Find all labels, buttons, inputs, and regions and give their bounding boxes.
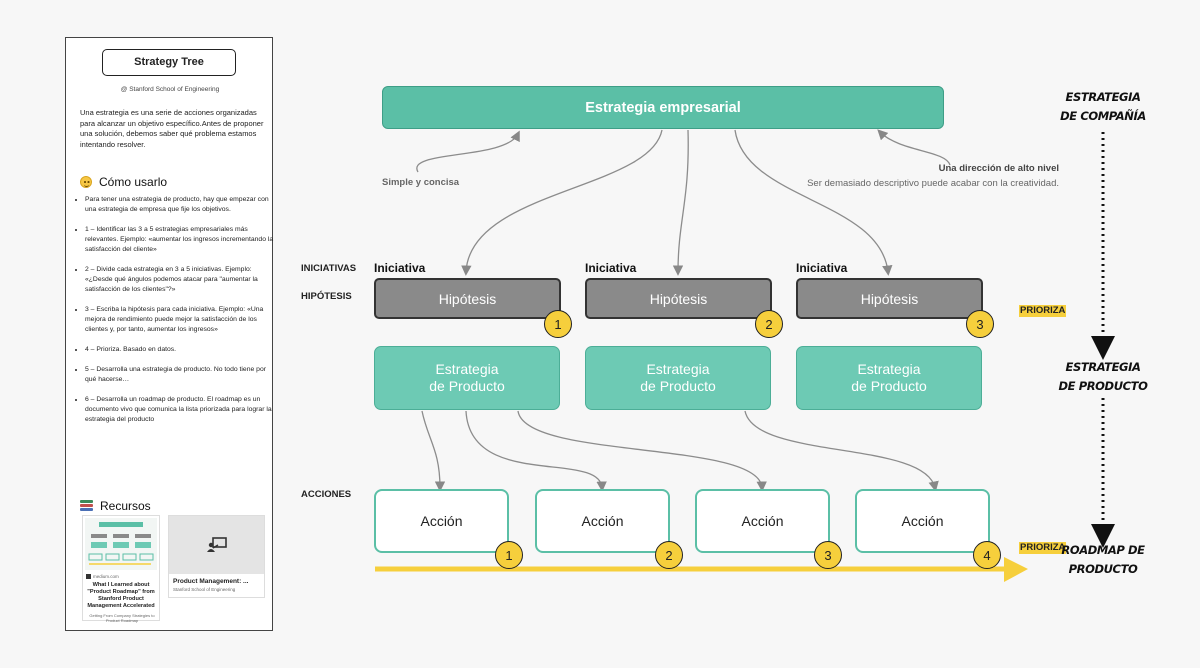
prioritize-label-hypotheses: PRIORIZA — [1019, 305, 1067, 317]
initiative-label: Iniciativa — [374, 261, 426, 275]
product-strategy-line2: de Producto — [429, 378, 505, 394]
note-arrow-right — [877, 129, 951, 166]
how-to-use-heading: Cómo usarlo — [80, 175, 167, 189]
note-high-level-sub: Ser demasiado descriptivo puede acabar c… — [807, 178, 1059, 189]
tree-thumbnail-icon — [88, 522, 154, 565]
strategy-tree-panel: Strategy Tree @ Stanford School of Engin… — [65, 37, 273, 631]
initiative-label: Iniciativa — [585, 261, 637, 275]
presentation-icon — [206, 537, 227, 552]
connector-arrow — [744, 410, 939, 492]
how-to-use-steps: Para tener una estrategia de producto, h… — [76, 195, 277, 435]
list-item: 1 – Identificar las 3 a 5 estrategias em… — [85, 225, 277, 255]
article-title: What I Learned about "Product Roadmap" f… — [87, 582, 155, 609]
course-title: Product Management: ... — [173, 578, 249, 585]
course-subtitle: Stanford School of Engineering — [173, 587, 236, 592]
note-high-level-title: Una dirección de alto nivel — [938, 163, 1059, 174]
action-box: Acción — [695, 489, 830, 553]
article-source: medium.com — [86, 574, 119, 579]
hypothesis-box: Hipótesis — [585, 278, 772, 319]
action-box: Acción — [855, 489, 990, 553]
list-item: 3 – Escriba la hipótesis para cada inici… — [85, 305, 277, 335]
priority-badge: 1 — [544, 310, 572, 338]
level-product-roadmap: ROADMAP DE PRODUCTO — [1058, 541, 1148, 579]
slightly-smiling-face-icon — [80, 176, 92, 188]
note-simple-concise: Simple y concisa — [382, 177, 460, 188]
article-subtitle: Getting From Company Strategies to Produ… — [89, 613, 155, 623]
panel-subtitle: @ Stanford School of Engineering — [120, 86, 220, 93]
priority-badge: 3 — [814, 541, 842, 569]
row-label-actions: ACCIONES — [301, 489, 352, 500]
row-label-hypotheses: HIPÓTESIS — [301, 291, 352, 302]
level-product-roadmap-line2: PRODUCTO — [1068, 562, 1138, 576]
connector-arrow — [734, 129, 893, 276]
level-product-strategy-line1: ESTRATEGIA — [1065, 360, 1141, 374]
note-arrow-left — [416, 130, 520, 173]
resource-card-article[interactable]: medium.com What I Learned about "Product… — [82, 515, 160, 623]
priority-badge: 1 — [495, 541, 523, 569]
article-thumbnail — [85, 518, 157, 570]
hypothesis-box: Hipótesis — [374, 278, 561, 319]
row-label-initiatives: INICIATIVAS — [301, 263, 357, 274]
priority-arrow-head — [1004, 557, 1028, 582]
level-company-strategy: ESTRATEGIA DE COMPAÑÍA — [1058, 88, 1148, 126]
initiative-label: Iniciativa — [796, 261, 848, 275]
list-item: 6 – Desarrolla un roadmap de producto. E… — [85, 395, 277, 425]
list-item: Para tener una estrategia de producto, h… — [85, 195, 277, 215]
connector-arrow — [421, 410, 446, 492]
list-item: 4 – Prioriza. Basado en datos. — [85, 345, 277, 355]
books-icon — [80, 500, 93, 512]
priority-badge: 2 — [655, 541, 683, 569]
priority-badge: 3 — [966, 310, 994, 338]
product-strategy-line1: Estrategia — [646, 361, 710, 377]
action-box: Acción — [374, 489, 509, 553]
list-item: 2 – Divide cada estrategia en 3 a 5 inic… — [85, 265, 277, 295]
resource-card-course[interactable]: Product Management: ... Stanford School … — [168, 515, 265, 598]
medium-logo-icon — [86, 574, 91, 579]
how-to-use-heading-text: Cómo usarlo — [99, 175, 168, 189]
panel-title: Strategy Tree — [102, 49, 236, 76]
level-company-strategy-line1: ESTRATEGIA — [1065, 90, 1141, 104]
action-box: Acción — [535, 489, 670, 553]
connector-arrow — [465, 410, 607, 492]
course-thumbnail — [169, 516, 264, 574]
hypothesis-box: Hipótesis — [796, 278, 983, 319]
resources-heading: Recursos — [80, 499, 151, 513]
product-strategy-line1: Estrategia — [435, 361, 499, 377]
level-product-strategy-line2: DE PRODUCTO — [1058, 379, 1148, 393]
resources-heading-text: Recursos — [100, 499, 151, 513]
level-product-roadmap-line1: ROADMAP DE — [1061, 543, 1145, 557]
connector-arrow — [672, 129, 689, 276]
priority-badge: 4 — [973, 541, 1001, 569]
connector-arrow — [461, 129, 663, 276]
product-strategy-line2: de Producto — [851, 378, 927, 394]
list-item: 5 – Desarrolla una estrategia de product… — [85, 365, 277, 385]
prioritize-label-actions: PRIORIZA — [1019, 542, 1067, 554]
connector-arrow — [517, 410, 767, 492]
level-company-strategy-line2: DE COMPAÑÍA — [1060, 109, 1146, 123]
product-strategy-line1: Estrategia — [857, 361, 921, 377]
level-product-strategy: ESTRATEGIA DE PRODUCTO — [1058, 358, 1148, 396]
product-strategy-line2: de Producto — [640, 378, 716, 394]
panel-intro: Una estrategia es una serie de acciones … — [80, 108, 264, 149]
priority-badge: 2 — [755, 310, 783, 338]
business-strategy-box: Estrategia empresarial — [382, 86, 944, 129]
